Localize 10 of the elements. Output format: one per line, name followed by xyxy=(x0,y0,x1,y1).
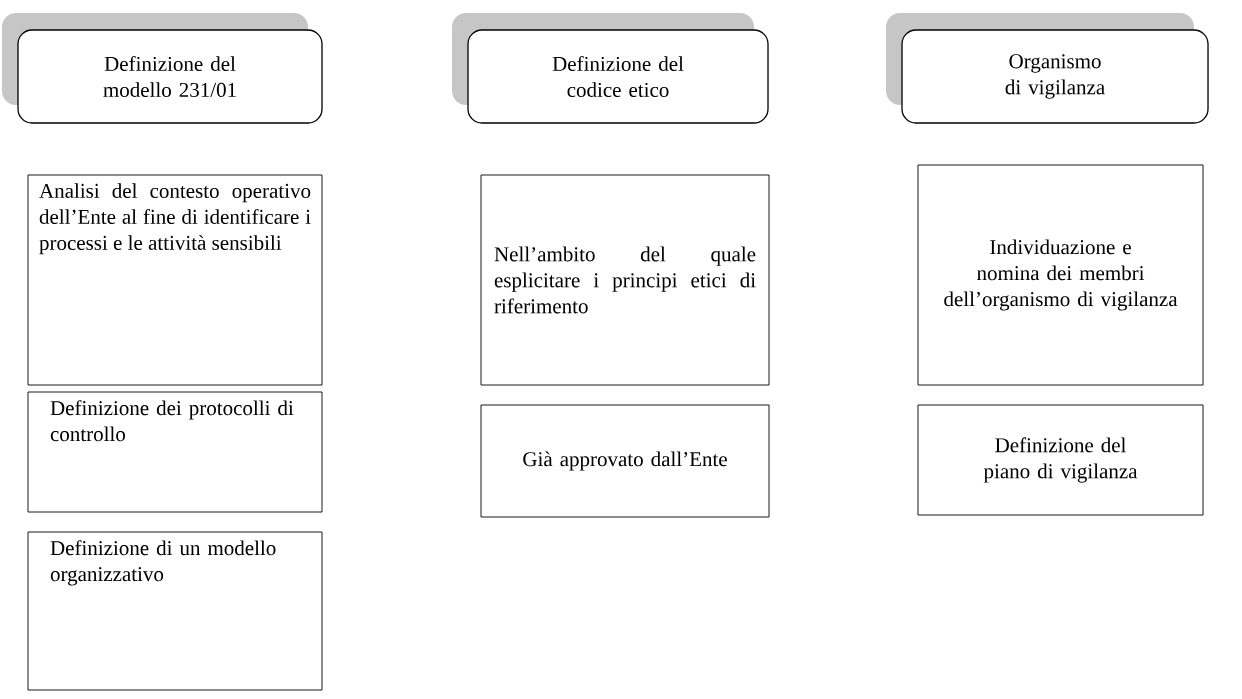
header-box: Organismo di vigilanza xyxy=(886,13,1209,124)
header-box: Definizione del codice etico xyxy=(452,13,769,124)
text-box: Già approvato dall’Ente xyxy=(480,404,770,518)
text-box: Individuazione e nomina dei membri dell’organismo di vigilanza xyxy=(917,164,1204,386)
header-box: Definizione del modello 231/01 xyxy=(2,13,323,124)
text-box: Definizione di un modello organizzativo xyxy=(27,531,323,691)
text-box: Analisi del contesto operativo dell’Ente al fine di identificare i processi e le attività sensibili xyxy=(27,174,323,386)
text-box: Definizione del piano di vigilanza xyxy=(917,404,1204,516)
text-box: Nell’ambito del quale esplicitare i principi etici di riferimento xyxy=(480,174,770,386)
text-box: Definizione dei protocolli di controllo xyxy=(27,391,323,513)
